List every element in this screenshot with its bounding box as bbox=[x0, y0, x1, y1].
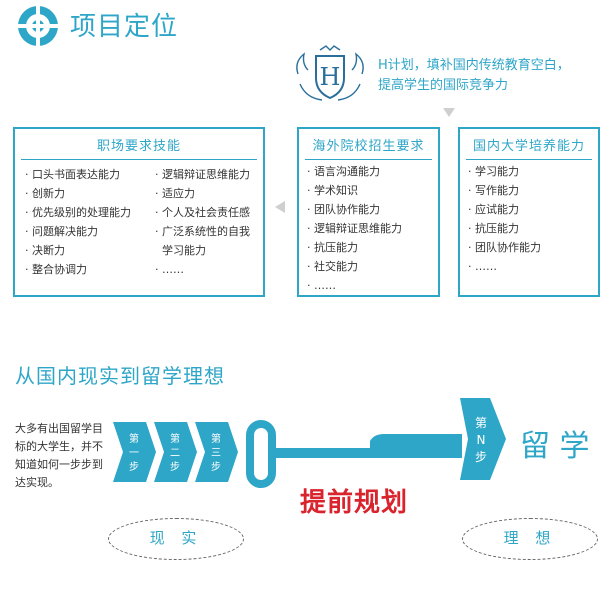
step-2-char-3: 步 bbox=[170, 461, 180, 473]
step-1-chevron bbox=[113, 422, 156, 482]
step-2-char-1: 第 bbox=[170, 432, 180, 445]
step-3-chevron bbox=[195, 422, 238, 482]
step-3-char-1: 第 bbox=[211, 432, 221, 445]
goal-text: 留 学 bbox=[520, 429, 590, 464]
list-item: · 创新力 bbox=[25, 187, 65, 200]
list-item: · 团队协作能力 bbox=[307, 203, 380, 216]
box-title: 海外院校招生要求 bbox=[312, 139, 425, 154]
list-item: · 学术知识 bbox=[307, 184, 358, 197]
step-1-char-2: 一 bbox=[129, 448, 139, 459]
list-item: · …… bbox=[307, 279, 336, 292]
box-title: 国内大学培养能力 bbox=[472, 139, 585, 154]
intro-text: 大多有出国留学目标的大学生，并不知道如何一步步到达实现。 bbox=[15, 422, 103, 489]
list-item: · 写作能力 bbox=[468, 184, 519, 197]
step-2-char-2: 二 bbox=[170, 448, 180, 459]
list-item: · 学习能力 bbox=[468, 165, 519, 178]
step-1-char-1: 第 bbox=[129, 432, 139, 445]
key-path-graphic: 第 一 步 第 二 步 第 三 步 第 N 步 留 学 bbox=[113, 398, 590, 488]
list-item: · …… bbox=[468, 260, 497, 273]
step-n-char-3: 步 bbox=[475, 450, 487, 464]
step-2-chevron bbox=[154, 422, 197, 482]
skills-list-col-1: · 口头书面表达能力 · 创新力 · 优先级别的处理能力 · 问题解决能力 · … bbox=[25, 165, 131, 279]
divider bbox=[466, 159, 592, 160]
box-title: 职场要求技能 bbox=[96, 139, 181, 154]
step-n-char-2: N bbox=[477, 433, 486, 447]
list-item: · 逻辑辩证思维能力 bbox=[307, 222, 402, 235]
list-item: · 广泛系统性的自我 bbox=[155, 225, 250, 238]
list-item: · 抗压能力 bbox=[468, 222, 519, 235]
h-plan-crest-logo: H bbox=[296, 45, 364, 101]
section-title-positioning: 项目定位 bbox=[70, 12, 179, 42]
slogan-line-2: 提高学生的国际竞争力 bbox=[378, 78, 509, 93]
list-item: · 语言沟通能力 bbox=[307, 165, 380, 178]
plan-ahead-text: 提前规划 bbox=[300, 488, 409, 518]
step-n-chevron bbox=[460, 398, 506, 480]
list-item: 学习能力 bbox=[155, 244, 206, 257]
section-title-reality-to-dream: 从国内现实到留学理想 bbox=[15, 364, 225, 388]
list-item: · 团队协作能力 bbox=[468, 241, 541, 254]
key-bit bbox=[370, 434, 462, 448]
list-item: · …… bbox=[155, 263, 184, 276]
ideal-label: 理 想 bbox=[462, 518, 598, 560]
list-item: · 口头书面表达能力 bbox=[25, 168, 120, 181]
box-domestic-university-abilities: 国内大学培养能力 · 学习能力 · 写作能力 · 应试能力 · 抗压能力 · 团… bbox=[458, 127, 600, 297]
list-item: · 问题解决能力 bbox=[25, 225, 98, 238]
arrow-down-icon bbox=[443, 108, 455, 117]
h-plan-slogan: H计划，填补国内传统教育空白， 提高学生的国际竞争力 bbox=[378, 56, 570, 96]
box-workplace-skills: 职场要求技能 · 口头书面表达能力 · 创新力 · 优先级别的处理能力 · 问题… bbox=[13, 127, 265, 297]
step-n-char-1: 第 bbox=[475, 416, 487, 430]
list-item: · 应试能力 bbox=[468, 203, 519, 216]
step-1-char-3: 步 bbox=[129, 461, 139, 473]
target-icon bbox=[16, 4, 60, 48]
step-3-char-2: 三 bbox=[211, 448, 221, 459]
step-3-char-3: 步 bbox=[211, 461, 221, 473]
domestic-list: · 学习能力 · 写作能力 · 应试能力 · 抗压能力 · 团队协作能力 · …… bbox=[468, 162, 541, 276]
divider bbox=[305, 159, 432, 160]
arrow-left-icon bbox=[275, 201, 285, 213]
list-item: · 个人及社会责任感 bbox=[155, 206, 250, 219]
list-item: · 决断力 bbox=[25, 244, 65, 257]
skills-list-col-2: · 逻辑辩证思维能力 · 适应力 · 个人及社会责任感 · 广泛系统性的自我 学… bbox=[155, 165, 250, 279]
admission-list: · 语言沟通能力 · 学术知识 · 团队协作能力 · 逻辑辩证思维能力 · 抗压… bbox=[307, 162, 402, 295]
key-shaft bbox=[276, 448, 462, 458]
list-item: · 抗压能力 bbox=[307, 241, 358, 254]
box-overseas-admission-requirements: 海外院校招生要求 · 语言沟通能力 · 学术知识 · 团队协作能力 · 逻辑辩证… bbox=[297, 127, 440, 297]
divider bbox=[21, 159, 257, 160]
list-item: · 优先级别的处理能力 bbox=[25, 206, 131, 219]
reality-label: 现 实 bbox=[108, 518, 244, 560]
list-item: · 整合协调力 bbox=[25, 263, 87, 276]
crest-letter: H bbox=[320, 63, 341, 91]
list-item: · 适应力 bbox=[155, 187, 195, 200]
list-item: · 逻辑辩证思维能力 bbox=[155, 168, 250, 181]
list-item: · 社交能力 bbox=[307, 260, 358, 273]
key-loop bbox=[246, 420, 276, 488]
slogan-line-1: H计划，填补国内传统教育空白， bbox=[378, 58, 570, 73]
